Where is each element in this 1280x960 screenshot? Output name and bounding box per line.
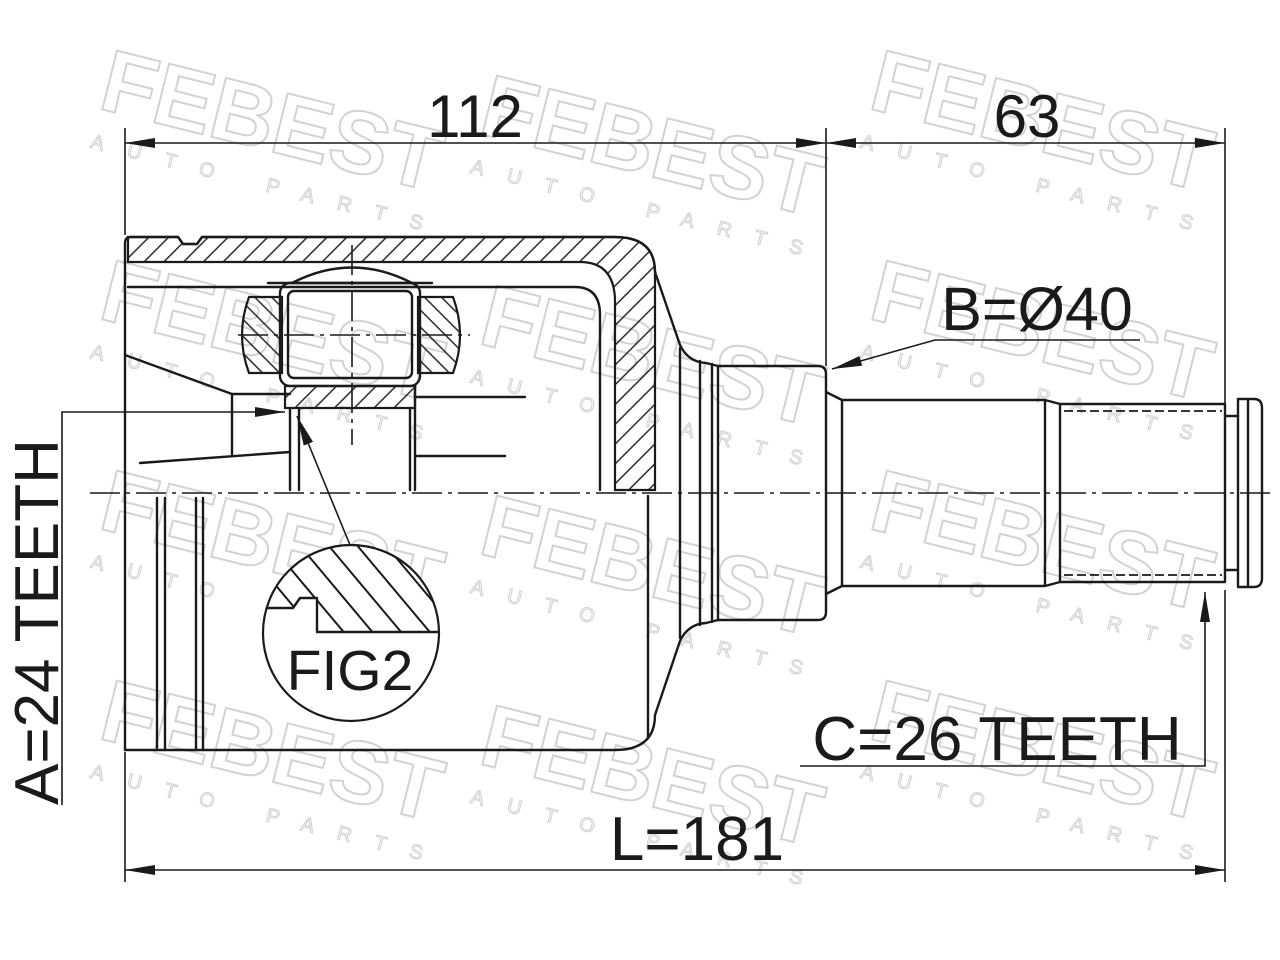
housing-inner-groove — [126, 285, 602, 492]
fig2-profile-line — [263, 596, 439, 634]
inner-spline-outline — [123, 353, 292, 465]
diameter-b-leader — [831, 339, 1140, 370]
housing-flange-lines — [155, 496, 205, 752]
teeth-a-label: A=24 TEETH — [3, 439, 72, 805]
teeth-a-leader — [61, 407, 285, 805]
teeth-c-label: C=26 TEETH — [812, 705, 1181, 774]
dimension-shaft-label: 63 — [994, 83, 1061, 150]
stub-shaft-outline — [824, 390, 1227, 596]
dimensions: 112 63 L=181 B=Ø40 C=26 TEETH A=24 TEETH — [3, 83, 1226, 882]
seal-cylinder-b — [716, 364, 828, 622]
fig2-leader — [296, 415, 351, 546]
circlip-groove — [1223, 414, 1240, 572]
dimension-total-label: L=181 — [610, 805, 784, 874]
housing-outline-top — [123, 235, 720, 752]
fig2-hatched-region — [263, 545, 439, 632]
diameter-b-label: B=Ø40 — [941, 275, 1133, 343]
shaft-end-collar — [1236, 397, 1264, 589]
detail-fig2: FIG2 — [261, 415, 441, 723]
dimension-housing-label: 112 — [427, 83, 523, 150]
part-geometry — [90, 235, 1275, 752]
neck-lines — [678, 346, 714, 640]
teeth-c-leader — [800, 592, 1210, 767]
spider-arm-section — [283, 384, 417, 410]
fig2-label: FIG2 — [287, 639, 414, 703]
housing-outline-bottom — [123, 618, 720, 752]
